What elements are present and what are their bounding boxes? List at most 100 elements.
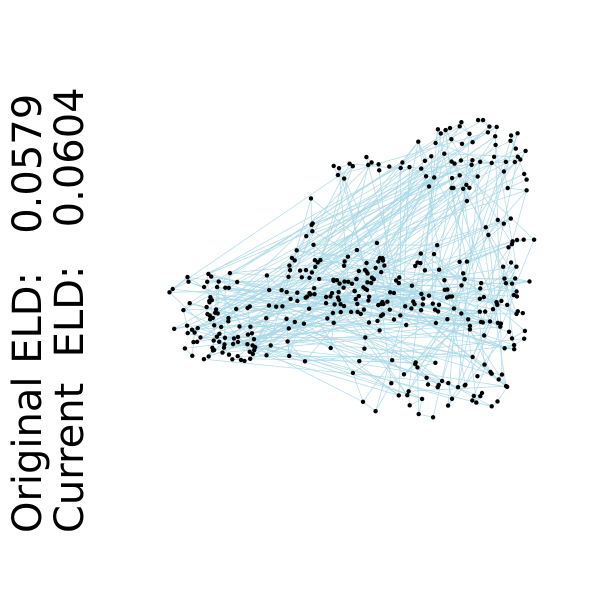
- graph-edge: [506, 239, 535, 306]
- graph-node: [215, 311, 220, 316]
- graph-node: [449, 294, 455, 299]
- graph-edge: [432, 178, 453, 304]
- graph-node: [388, 290, 393, 295]
- graph-edge: [507, 179, 527, 189]
- graph-node: [362, 267, 368, 273]
- graph-node: [374, 240, 380, 246]
- graph-node: [354, 247, 360, 253]
- graph-node: [520, 310, 525, 316]
- graph-edge: [308, 308, 354, 374]
- graph-node: [501, 169, 507, 174]
- graph-edge: [237, 355, 473, 358]
- graph-edge: [488, 190, 527, 236]
- graph-node: [444, 295, 450, 300]
- graph-edge: [365, 337, 492, 375]
- graph-node: [311, 242, 316, 247]
- graph-edge: [172, 165, 354, 290]
- graph-node: [209, 274, 214, 279]
- graph-node: [389, 381, 394, 386]
- graph-node: [527, 279, 532, 284]
- graph-edge: [213, 177, 453, 326]
- graph-node: [380, 256, 385, 261]
- graph-node: [385, 299, 390, 304]
- graph-node: [509, 336, 515, 341]
- graph-node: [485, 130, 491, 135]
- graph-node: [350, 164, 355, 169]
- graph-node: [303, 267, 309, 273]
- graph-edge: [408, 390, 423, 400]
- graph-node: [501, 221, 506, 226]
- graph-node: [345, 254, 351, 259]
- graph-node: [471, 393, 476, 399]
- graph-edge: [337, 131, 489, 176]
- graph-edge: [247, 307, 473, 358]
- graph-node: [369, 160, 374, 165]
- graph-node: [334, 278, 340, 283]
- graph-edge: [398, 167, 410, 396]
- graph-node: [522, 336, 527, 341]
- graph-node: [470, 158, 475, 163]
- graph-node: [438, 131, 443, 136]
- graph-node: [242, 358, 247, 364]
- graph-node: [331, 278, 336, 283]
- graph-edge: [311, 162, 372, 273]
- graph-node: [449, 175, 455, 181]
- graph-node: [405, 393, 410, 398]
- graph-node: [407, 164, 412, 170]
- graph-node: [216, 279, 221, 284]
- graph-node: [430, 415, 436, 420]
- graph-node: [435, 127, 441, 132]
- graph-node: [443, 127, 448, 133]
- graph-node: [379, 301, 384, 307]
- graph-node: [288, 296, 293, 302]
- graph-node: [304, 294, 310, 299]
- graph-edge: [347, 184, 467, 258]
- graph-node: [198, 335, 203, 340]
- graph-node: [331, 320, 336, 325]
- graph-node: [470, 140, 475, 145]
- graph-node: [514, 237, 520, 243]
- graph-edge: [408, 243, 513, 392]
- graph-edge: [438, 269, 450, 297]
- graph-node: [349, 281, 355, 286]
- graph-node: [181, 307, 186, 313]
- graph-node: [284, 316, 289, 321]
- graph-edge: [191, 329, 218, 338]
- graph-node: [237, 324, 242, 329]
- graph-node: [502, 276, 507, 281]
- graph-node: [435, 385, 440, 390]
- graph-node: [204, 304, 209, 310]
- graph-node: [459, 120, 464, 125]
- graph-node: [436, 302, 442, 307]
- graph-node: [449, 137, 454, 142]
- graph-node: [401, 372, 407, 377]
- graph-node: [509, 242, 515, 247]
- graph-edge: [488, 219, 499, 236]
- graph-edge: [250, 358, 416, 363]
- graph-node: [214, 284, 220, 290]
- graph-node: [267, 287, 272, 293]
- graph-node: [514, 289, 519, 294]
- graph-edge: [282, 305, 400, 396]
- graph-node: [338, 309, 343, 315]
- graph-node: [185, 274, 190, 280]
- graph-edge: [196, 168, 422, 343]
- graph-node: [285, 339, 290, 344]
- graph-node: [312, 286, 317, 291]
- graph-edge: [465, 266, 517, 385]
- graph-node: [509, 281, 515, 286]
- graph-edge: [314, 259, 465, 280]
- graph-node: [482, 333, 487, 338]
- graph-node: [462, 277, 467, 282]
- graph-edge: [313, 244, 395, 320]
- graph-node: [250, 343, 255, 348]
- graph-node: [310, 221, 315, 226]
- graph-node: [302, 359, 308, 364]
- graph-node: [464, 182, 469, 187]
- graph-node: [393, 278, 399, 283]
- graph-edge: [461, 285, 497, 303]
- graph-node: [292, 319, 297, 325]
- graph-node: [364, 154, 369, 160]
- graph-edge: [343, 305, 443, 382]
